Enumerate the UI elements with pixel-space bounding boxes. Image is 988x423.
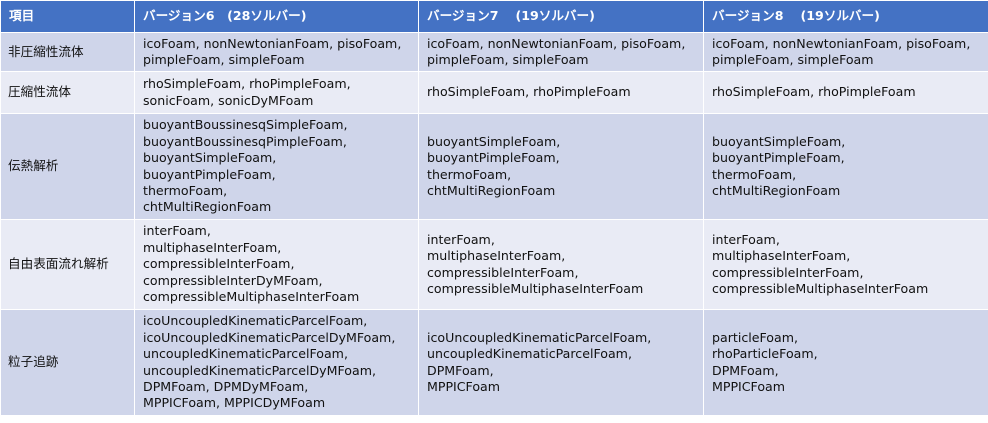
solver-line: DPMFoam, (712, 362, 779, 378)
v6-cell: buoyantBoussinesqSimpleFoam,buoyantBouss… (134, 113, 419, 220)
v8-cell: icoFoam, nonNewtonianFoam, pisoFoam,pimp… (703, 32, 988, 72)
solver-line: pimpleFoam, simpleFoam (712, 52, 874, 67)
solver-line: compressibleInterFoam, (427, 264, 579, 280)
solver-line: MPPICFoam (712, 378, 786, 394)
solver-line: multiphaseInterFoam, (427, 248, 566, 264)
v7-cell: icoFoam, nonNewtonianFoam, pisoFoam,pimp… (418, 32, 704, 72)
solver-line: icoUncoupledKinematicParcelFoam, (143, 313, 368, 329)
solver-line: rhoParticleFoam, (712, 346, 818, 362)
solver-line: buoyantPimpleFoam, (427, 150, 560, 166)
solver-line: interFoam, (143, 223, 211, 239)
solver-line: pimpleFoam, simpleFoam (427, 52, 589, 67)
solver-line: DPMFoam, (427, 362, 494, 378)
row-particle-tracking: 粒子追跡 icoUncoupledKinematicParcelFoam,ico… (0, 309, 988, 416)
solver-line: thermoFoam, (143, 182, 228, 198)
solver-line: compressibleMultiphaseInterFoam (427, 280, 644, 296)
solver-line: icoUncoupledKinematicParcelDyMFoam, (143, 329, 396, 345)
row-incompressible: 非圧縮性流体 icoFoam, nonNewtonianFoam, pisoFo… (0, 32, 988, 72)
row-compressible: 圧縮性流体 rhoSimpleFoam, rhoPimpleFoam,sonic… (0, 71, 988, 114)
solver-line: compressibleMultiphaseInterFoam (143, 289, 360, 305)
solver-line: MPPICFoam, MPPICDyMFoam (143, 395, 326, 411)
v8-cell: rhoSimpleFoam, rhoPimpleFoam (703, 71, 988, 114)
solver-line: buoyantBoussinesqSimpleFoam, (143, 117, 348, 133)
header-row: 項目 バージョン6 (28ソルバー) バージョン7 (19ソルバー) バージョン… (0, 0, 988, 33)
header-item: 項目 (0, 0, 135, 33)
solver-line: icoFoam, nonNewtonianFoam, pisoFoam, (712, 35, 971, 51)
v7-cell: rhoSimpleFoam, rhoPimpleFoam (418, 71, 704, 114)
header-version6: バージョン6 (28ソルバー) (134, 0, 419, 33)
solver-line: icoUncoupledKinematicParcelFoam, (427, 329, 652, 345)
solver-line: multiphaseInterFoam, (712, 248, 851, 264)
solver-line: chtMultiRegionFoam (143, 199, 272, 215)
solver-line: DPMFoam, DPMDyMFoam, (143, 378, 309, 394)
solver-line: interFoam, (712, 231, 780, 247)
solver-line: compressibleInterDyMFoam, (143, 272, 323, 288)
solver-line: MPPICFoam (427, 378, 501, 394)
v6-cell: icoFoam, nonNewtonianFoam, pisoFoam,pimp… (134, 32, 419, 72)
solver-line: pimpleFoam, simpleFoam (143, 52, 305, 67)
solver-line: buoyantPimpleFoam, (143, 166, 276, 182)
header-version8: バージョン8 (19ソルバー) (703, 0, 988, 33)
solver-line: rhoSimpleFoam, rhoPimpleFoam, (143, 76, 351, 92)
solver-line: rhoSimpleFoam, rhoPimpleFoam (712, 84, 916, 100)
solver-line: chtMultiRegionFoam (427, 182, 556, 198)
solver-line: sonicFoam, sonicDyMFoam (143, 92, 314, 108)
solver-line: uncoupledKinematicParcelFoam, (427, 346, 632, 362)
category-cell: 圧縮性流体 (0, 71, 135, 114)
solver-line: uncoupledKinematicParcelFoam, (143, 346, 348, 362)
solver-line: buoyantSimpleFoam, (143, 150, 277, 166)
solver-line: buoyantBoussinesqPimpleFoam, (143, 133, 347, 149)
solver-line: buoyantSimpleFoam, (712, 133, 846, 149)
v8-cell: interFoam,multiphaseInterFoam,compressib… (703, 219, 988, 310)
solver-line: icoFoam, nonNewtonianFoam, pisoFoam, (427, 35, 686, 51)
v8-cell: particleFoam,rhoParticleFoam,DPMFoam,MPP… (703, 309, 988, 416)
solver-line: rhoSimpleFoam, rhoPimpleFoam (427, 84, 631, 100)
solver-line: icoFoam, nonNewtonianFoam, pisoFoam, (143, 35, 402, 51)
solver-line: thermoFoam, (712, 166, 797, 182)
solver-line: compressibleInterFoam, (712, 264, 864, 280)
v8-cell: buoyantSimpleFoam,buoyantPimpleFoam,ther… (703, 113, 988, 220)
solver-line: particleFoam, (712, 329, 798, 345)
category-cell: 粒子追跡 (0, 309, 135, 416)
category-cell: 自由表面流れ解析 (0, 219, 135, 310)
category-cell: 伝熱解析 (0, 113, 135, 220)
solver-line: thermoFoam, (427, 166, 512, 182)
category-cell: 非圧縮性流体 (0, 32, 135, 72)
solver-line: chtMultiRegionFoam (712, 182, 841, 198)
solver-line: buoyantSimpleFoam, (427, 133, 561, 149)
header-version7: バージョン7 (19ソルバー) (418, 0, 704, 33)
solver-line: buoyantPimpleFoam, (712, 150, 845, 166)
row-heat-transfer: 伝熱解析 buoyantBoussinesqSimpleFoam,buoyant… (0, 113, 988, 220)
v6-cell: interFoam,multiphaseInterFoam,compressib… (134, 219, 419, 310)
v7-cell: buoyantSimpleFoam,buoyantPimpleFoam,ther… (418, 113, 704, 220)
v7-cell: icoUncoupledKinematicParcelFoam,uncouple… (418, 309, 704, 416)
v6-cell: icoUncoupledKinematicParcelFoam,icoUncou… (134, 309, 419, 416)
v7-cell: interFoam,multiphaseInterFoam,compressib… (418, 219, 704, 310)
solver-line: compressibleMultiphaseInterFoam (712, 280, 929, 296)
solver-line: interFoam, (427, 231, 495, 247)
solver-line: compressibleInterFoam, (143, 256, 295, 272)
solver-line: uncoupledKinematicParcelDyMFoam, (143, 362, 376, 378)
v6-cell: rhoSimpleFoam, rhoPimpleFoam,sonicFoam, … (134, 71, 419, 114)
row-free-surface: 自由表面流れ解析 interFoam,multiphaseInterFoam,c… (0, 219, 988, 310)
solver-line: multiphaseInterFoam, (143, 239, 282, 255)
